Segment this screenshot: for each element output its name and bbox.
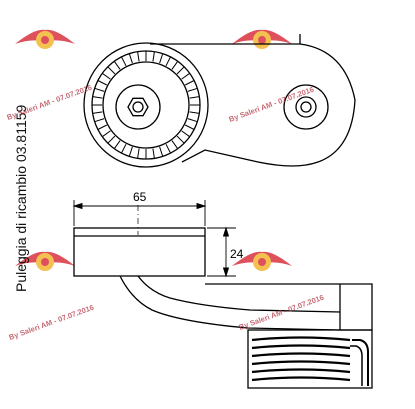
pulley-tooth [94, 87, 105, 92]
hub-bolt-bore [132, 101, 144, 113]
pulley-tooth [184, 80, 195, 86]
dim-width-arrow-left [72, 202, 83, 210]
pulley-tooth [121, 143, 127, 154]
pulley-tooth [121, 56, 127, 67]
wheel-logo [232, 251, 292, 271]
pulley-outer-ring [83, 42, 209, 168]
pulley-tooth [171, 140, 179, 149]
pulley-inner-ring [102, 61, 190, 149]
part-label: Puleggia di ricambio 03.81159 [13, 104, 29, 292]
pulley-tooth [181, 72, 190, 80]
dim-width-label: 65 [133, 190, 147, 204]
pulley-tooth [113, 61, 121, 70]
spring-coil [251, 344, 351, 350]
spring-coil [251, 368, 351, 374]
hub-bolt-hex [127, 97, 149, 117]
pulley-hub [115, 84, 161, 130]
pulley-tooth [107, 66, 116, 75]
dim-width-arrow-right [196, 202, 207, 210]
watermark-text: By Saleri AM - 07.07.2016 [8, 303, 95, 342]
watermark-texts: By Saleri AM - 07.07.2016 By Saleri AM -… [6, 83, 325, 342]
pulley-tooth [176, 66, 185, 75]
pulley-tooth [97, 124, 108, 130]
pivot-inner [295, 96, 317, 118]
pulley-tooth [181, 130, 190, 138]
pulley-teeth [92, 51, 200, 159]
spring-coil [251, 336, 351, 342]
pulley-tooth [102, 72, 111, 80]
pulley-tooth [137, 51, 140, 62]
pulley-tooth [187, 118, 198, 123]
dim-height-arrow-top [222, 226, 230, 237]
pulley-tooth [152, 51, 155, 62]
pulley-tooth [189, 96, 200, 99]
pulley-tooth [159, 146, 164, 157]
pulley-tooth [165, 143, 171, 154]
pulley-tooth [171, 61, 179, 70]
spring-coil [251, 360, 351, 366]
spring-coil [251, 376, 351, 382]
pulley-tooth [159, 53, 164, 64]
pulley-tooth [187, 87, 198, 92]
wheel-logo [15, 251, 75, 271]
spring-hook-inner [350, 345, 363, 386]
pivot-bore [300, 101, 312, 113]
pulley-tooth [176, 135, 185, 144]
watermark-text: By Saleri AM - 07.07.2016 [6, 83, 93, 122]
pulley-tooth [184, 124, 195, 130]
pulley-tooth [128, 53, 133, 64]
pulley-tooth [152, 148, 155, 159]
wheel-logo [232, 29, 292, 49]
pulley-tooth [128, 146, 133, 157]
dim-height-label: 24 [230, 247, 244, 261]
spring-hook [352, 339, 369, 386]
pulley-tooth [189, 111, 200, 114]
pulley-tooth [165, 56, 171, 67]
arm-side-profile [119, 275, 373, 331]
dim-height-arrow-bottom [222, 267, 230, 278]
side-view [73, 227, 373, 389]
arm-inner-edge [137, 275, 341, 313]
spring-coil [251, 352, 351, 358]
pivot-outer [283, 84, 329, 130]
top-view [83, 34, 356, 168]
pulley-tooth [92, 111, 103, 114]
pulley-side-body [73, 227, 206, 277]
tensioner-arm-outline [150, 43, 356, 167]
pulley-tooth [107, 135, 116, 144]
pulley-tooth [94, 118, 105, 123]
dimension-lines [72, 200, 236, 278]
watermark-logos [15, 29, 292, 271]
pulley-tooth [102, 130, 111, 138]
wheel-logo [15, 29, 75, 49]
pulley-tooth [113, 140, 121, 149]
pulley-tooth [137, 148, 140, 159]
spring-housing [247, 329, 373, 389]
watermark-text: By Saleri AM - 07.07.2016 [238, 293, 325, 332]
spring-coils [251, 336, 351, 382]
pulley-tooth [97, 80, 108, 86]
pulley-tooth [92, 96, 103, 99]
